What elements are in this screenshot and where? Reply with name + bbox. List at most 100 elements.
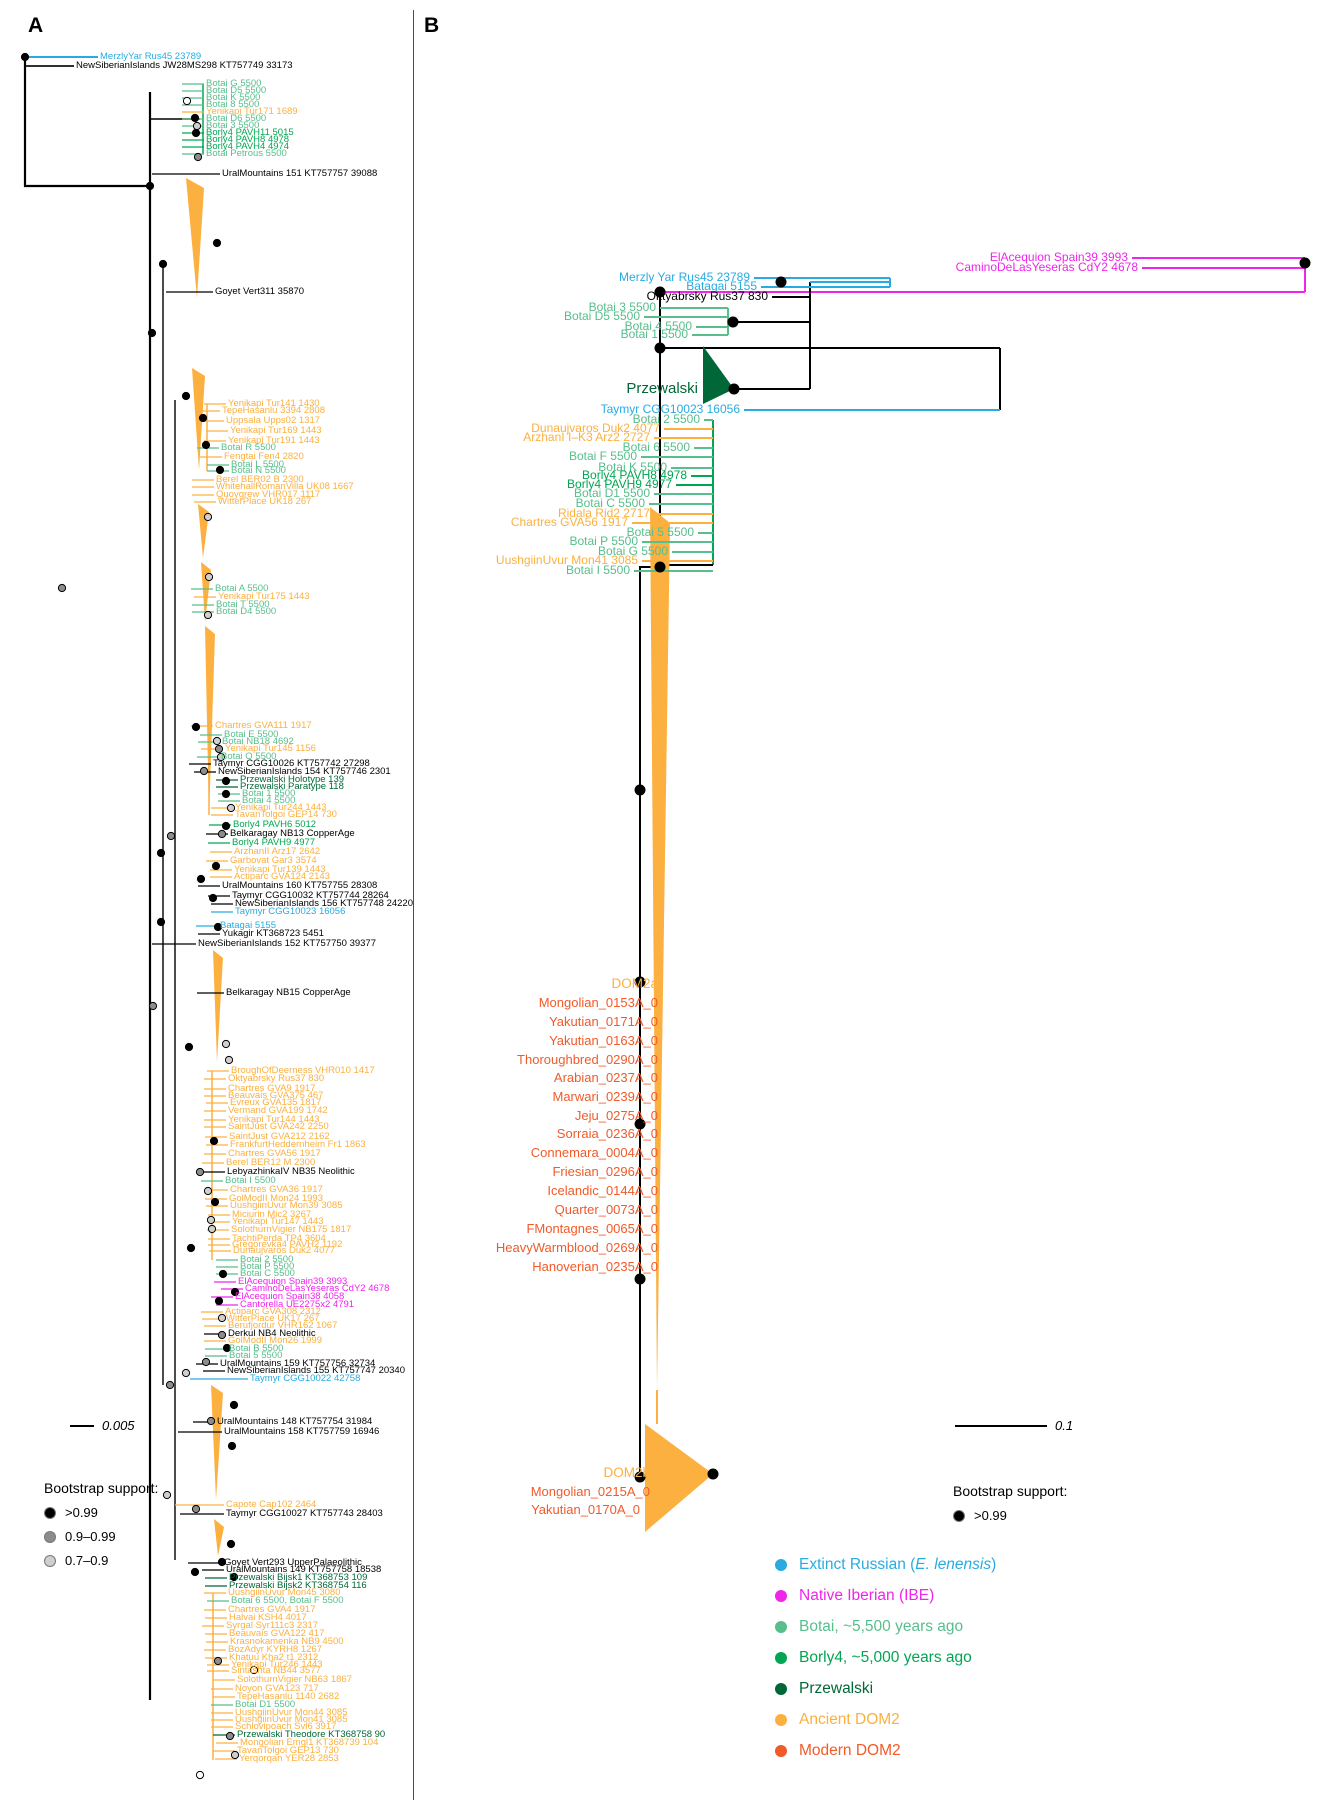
bootstrap-node-dot <box>184 1042 194 1052</box>
tip-label: Yenikapi Tur246 1443 <box>231 1658 323 1670</box>
legend-item-label: Botai, ~5,500 years ago <box>799 1618 964 1635</box>
bootstrap-node-dot <box>221 1039 231 1049</box>
legend-color-dot-icon <box>775 1559 787 1571</box>
bootstrap-node-dot <box>634 784 646 796</box>
bootstrap-node-dot <box>166 831 176 841</box>
bootstrap-node-dot <box>654 286 666 298</box>
tip-label: Przewalski <box>626 379 698 397</box>
tip-label: Botai A 5500 <box>215 582 269 594</box>
tip-label: Botai I 5500 <box>225 1174 276 1186</box>
tip-label: Miciurin Mic2 3267 <box>232 1208 312 1220</box>
tip-label: Taymyr CGG10026 KT757742 27298 <box>213 757 370 769</box>
bootstrap-title: Bootstrap support: <box>953 1483 1068 1499</box>
bootstrap-node-dot <box>191 128 201 138</box>
tip-label: NewSiberianIslands JW28MS298 KT757749 33… <box>76 59 293 71</box>
legend-item-label: Ancient DOM2 <box>799 1711 900 1728</box>
bootstrap-node-dot <box>191 1504 201 1514</box>
bootstrap-item-label: 0.9–0.99 <box>65 1529 116 1544</box>
bootstrap-node-dot <box>210 1197 220 1207</box>
tip-label: Botai 5 5500 <box>626 525 694 540</box>
bootstrap-node-dot <box>214 1296 224 1306</box>
legend-item-label: Native Iberian (IBE) <box>799 1587 935 1604</box>
tip-label: Yenikapi Tur171 1689 <box>206 105 298 117</box>
tip-label: Batagai 5155 <box>220 919 276 931</box>
tip-label: Oktyabrsky Rus37 830 <box>646 289 768 304</box>
tip-label: Yenikapi Tur169 1443 <box>230 424 322 436</box>
tip-label: Yenikapi Tur141 1430 <box>228 397 320 409</box>
bootstrap-node-dot <box>222 1343 232 1353</box>
bootstrap-legend-item: >0.99 <box>44 1505 158 1520</box>
tip-label: Chartres GVA4 1917 <box>228 1603 316 1615</box>
tip-label: Derkul NB4 Neolithic <box>228 1327 316 1339</box>
tip-label: Botai D4 5500 <box>216 605 277 617</box>
tip-label: Botai C 5500 <box>575 496 645 511</box>
tip-label: Evreux GVA135 1817 <box>230 1096 322 1108</box>
tip-label: Yenikapi Tur144 1443 <box>228 1113 320 1125</box>
bootstrap-node-dot <box>229 1400 239 1410</box>
bootstrap-legend-item: 0.7–0.9 <box>44 1553 158 1568</box>
tip-label: NewSiberianIslands 154 KT757746 2301 <box>218 765 391 777</box>
tip-label: Botai 4 5500 <box>624 319 692 334</box>
tip-label: TachtiPerda TP4 3604 <box>232 1232 326 1244</box>
legend-item-label: Extinct Russian (E. lenensis) <box>799 1556 997 1573</box>
tip-label: Botai 3 5500 <box>588 300 656 315</box>
bootstrap-node-dot <box>193 152 203 162</box>
tip-label: Botai D5 5500 <box>206 84 267 96</box>
tip-label: Botai R 5500 <box>221 441 276 453</box>
tip-label: Botai D1 5500 <box>573 486 650 501</box>
bootstrap-node-dot <box>148 1001 158 1011</box>
collapsed-clade-triangle <box>186 178 204 298</box>
tip-label: Dunaujvaros Duk2 4077 <box>531 421 660 436</box>
tip-label: Borly4 PAVH11 5015 <box>206 126 294 138</box>
legend-item-label: Przewalski <box>799 1680 874 1697</box>
bootstrap-node-dot <box>221 821 231 831</box>
collapsed-clade-triangle <box>192 368 205 470</box>
bootstrap-title: Bootstrap support: <box>44 1480 159 1496</box>
bootstrap-node-dot <box>221 776 231 786</box>
bootstrap-node-dot <box>206 1215 216 1225</box>
tip-label: TepeHasanlu 1140 2682 <box>237 1690 340 1702</box>
tip-label: Chartres GVA56 1917 <box>228 1147 321 1159</box>
tip-label: Ridala Rid2 2717 <box>557 506 650 521</box>
tip-label: Botai Petrous 5500 <box>206 147 287 159</box>
scale-bar-value: 0.005 <box>102 1418 135 1433</box>
tip-label: Botai 3 5500 <box>206 119 260 131</box>
tip-label: NewSiberianIslands 156 KT757748 24220 <box>235 897 413 909</box>
bootstrap-node-dot <box>190 113 200 123</box>
tip-label: TavanTolgoi GEP13 730 <box>237 1744 339 1756</box>
tip-label: Przewalski Holotype 139 <box>240 773 345 785</box>
tip-label: Berel BER12 M 2300 <box>226 1156 316 1168</box>
tip-label: Botai N 5500 <box>231 464 286 476</box>
tip-label: Taymyr CGG10032 KT757744 28264 <box>232 889 389 901</box>
tip-label: Yerqorqan YER28 2853 <box>239 1752 339 1764</box>
tip-label: ElAcequion Spain39 3993 <box>238 1275 348 1287</box>
bootstrap-node-dot <box>221 789 231 799</box>
tip-label: Yenikapi Tur139 1443 <box>234 863 326 875</box>
tip-label: WitterPlace UK18 267 <box>218 495 312 507</box>
tip-label: Actiparc GVA308 2312 <box>225 1305 321 1317</box>
bootstrap-item-label: >0.99 <box>65 1505 98 1520</box>
tip-label: Uppsala Upps02 1317 <box>226 414 321 426</box>
bootstrap-node-dot <box>634 1118 646 1130</box>
tip-label: CaminoDeLasYeseras CdY2 4678 <box>245 1282 390 1294</box>
bootstrap-node-dot <box>191 722 201 732</box>
tip-label: Berufjordur VHR162 1067 <box>228 1319 338 1331</box>
tip-label: Friesian_0296A_0 <box>552 1163 658 1179</box>
tip-label: Mongolian Emgl1 KT368739 104 <box>240 1736 379 1748</box>
bootstrap-node-dot <box>218 1269 228 1279</box>
bootstrap-dot-icon <box>953 1509 965 1522</box>
bootstrap-node-dot <box>212 238 222 248</box>
tip-label: Taymyr CGG10022 42758 <box>250 1372 361 1384</box>
bootstrap-node-dot <box>203 1186 213 1196</box>
bootstrap-node-dot <box>226 803 236 813</box>
bootstrap-node-dot <box>198 413 208 423</box>
legend-color-dot-icon <box>775 1745 787 1757</box>
bootstrap-node-dot <box>57 583 67 593</box>
bootstrap-node-dot <box>230 1750 240 1760</box>
bootstrap-dot-icon <box>44 1554 56 1567</box>
tip-label: Taymyr CGG10027 KT757743 28403 <box>226 1507 383 1519</box>
tip-label: Botai I 5500 <box>565 563 630 578</box>
bootstrap-node-dot <box>162 1490 172 1500</box>
